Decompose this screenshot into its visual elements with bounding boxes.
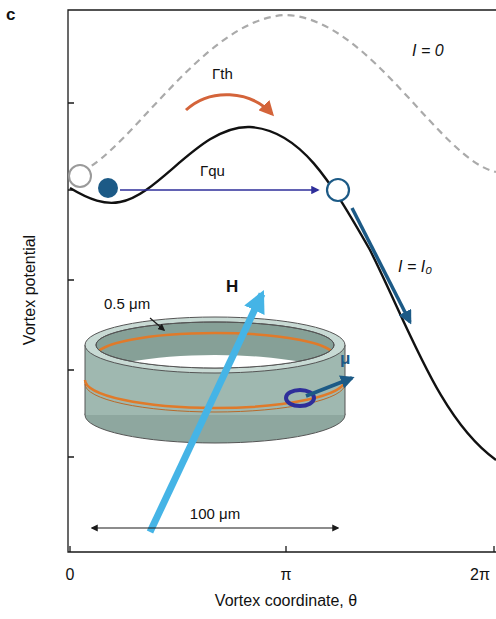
vortex-state-filled: [98, 178, 118, 198]
dimension-label: 0.5 μm: [104, 296, 150, 313]
dimension-label: 100 μm: [190, 506, 240, 523]
moment-label: μ: [340, 350, 350, 369]
field-label: H: [226, 278, 238, 297]
axis-title: Vortex potential: [21, 235, 39, 345]
axis-title: Vortex coordinate, θ: [215, 592, 357, 610]
curve-label: I = I₀: [398, 258, 432, 276]
tunnelling-arrow: [120, 189, 318, 190]
rate-label: Γth: [212, 66, 233, 83]
field-arrow: [150, 294, 262, 532]
plot-frame: [68, 10, 496, 552]
tick-label: 2π: [470, 566, 490, 584]
tick-label: 0: [66, 566, 75, 584]
thermal-arrow: [186, 95, 272, 114]
moment-arrow: [306, 378, 352, 396]
rate-label: Γqu: [200, 163, 225, 180]
potential-curve-zero-current: [70, 15, 496, 175]
diameter-dimension: [92, 527, 338, 528]
tick-label: π: [280, 566, 291, 584]
fluxon-loop: [286, 390, 314, 406]
potential-curve-bias-current: [70, 127, 496, 460]
annular-junction-ring: [85, 317, 345, 443]
panel-letter: c: [6, 6, 15, 25]
escaped-state-open: [327, 179, 349, 201]
initial-state-open: [69, 165, 91, 187]
thickness-leader: [150, 318, 164, 330]
curve-label: I = 0: [412, 42, 444, 60]
